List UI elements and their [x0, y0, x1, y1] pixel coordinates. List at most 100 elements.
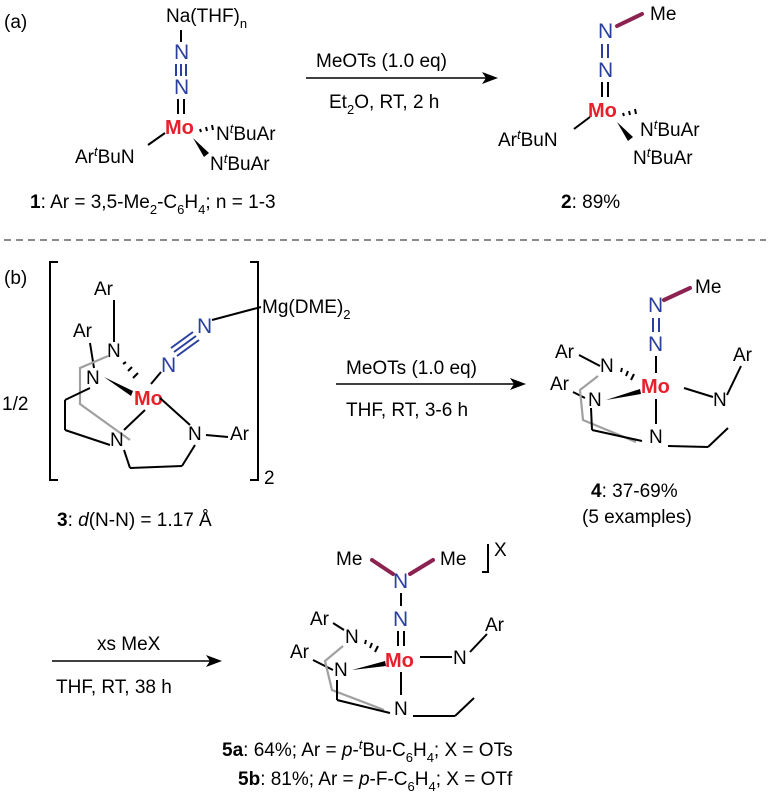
c1-mo: Mo [165, 117, 194, 139]
c3-n-right: N [188, 424, 202, 445]
c4-mo: Mo [641, 376, 670, 398]
c3-n-bottom: N [110, 430, 124, 451]
c4-ar-top: Ar [555, 342, 575, 363]
c3-left-bracket [49, 261, 58, 481]
c5-ar-top: Ar [310, 609, 330, 630]
c5b-caption: 5b: 81%; Ar = p-F-C6H4; X = OTf [238, 769, 513, 794]
c5-n-left: N [334, 660, 348, 681]
c1-right-ligand-1: NtBuAr [216, 121, 276, 145]
c5-methyl-bond-left [370, 558, 395, 576]
c3-n-mo-bond [150, 371, 162, 385]
c3-ar-left: Ar [73, 321, 93, 342]
c3-nn-bond-b [173, 335, 197, 353]
compound-3: 1/2 2 Mg(DME)2 N N Mo Ar N Ar N [2, 261, 351, 489]
compound-4: Me N N Mo Ar N Ar N N [550, 277, 753, 448]
c5-backbone-arm [323, 645, 385, 712]
compound-5: Me Me N N Mo X Ar N Ar N [290, 540, 507, 720]
panel-a: (a) Na(THF)n N N Mo ArtBuN NtBuAr NtBuAr [4, 4, 700, 217]
c3-n-ar-bond [205, 434, 229, 438]
c2-n-top: N [598, 20, 613, 43]
c1-left-ligand: ArtBuN [75, 144, 135, 168]
c3-backbone-bottom-3 [181, 444, 196, 467]
c4-methyl-bond [662, 286, 692, 302]
arrow-b2-top-label: xs MeX [97, 634, 161, 655]
c3-n-top: N [107, 341, 121, 362]
c2-caption: 2: 89% [561, 192, 620, 213]
c5-mo: Mo [385, 650, 414, 672]
c2-left-ligand: ArtBuN [498, 127, 558, 151]
c3-nn-bond-a [170, 331, 194, 349]
c5-n-bottom: N [394, 699, 408, 720]
c2-hash-wedge [622, 108, 637, 117]
c3-mg-label: Mg(DME)2 [262, 297, 351, 322]
c4-n-bottom: N [649, 427, 663, 448]
arrow-a-bottom-label: Et2O, RT, 2 h [329, 92, 439, 117]
c3-bracket-subscript: 2 [264, 468, 275, 489]
arrow-a: MeOTs (1.0 eq) Et2O, RT, 2 h [306, 51, 498, 117]
c5-n-middle: N [393, 608, 408, 631]
c2-bold-wedge [617, 122, 633, 141]
arrow-b1-top-label: MeOTs (1.0 eq) [346, 358, 477, 379]
c3-ar-top: Ar [94, 279, 114, 300]
arrow-b1-bottom-label: THF, RT, 3-6 h [346, 400, 468, 421]
c3-n-mg-bond [211, 306, 262, 321]
compound-2: Me N N Mo ArtBuN NtBuAr NtBuAr [498, 4, 700, 169]
c4-ar-left-bond [572, 391, 586, 399]
arrow-a-top-label: MeOTs (1.0 eq) [316, 51, 447, 72]
c5-backbone-left-2 [336, 699, 391, 714]
c3-mo-n-right [159, 397, 191, 426]
c4-backbone-bottom-2 [707, 427, 729, 448]
c3-nn-bond-c [176, 339, 200, 357]
arrow-b1-head [510, 378, 526, 390]
c5-me-left: Me [336, 549, 362, 570]
c3-n-outer: N [197, 315, 212, 338]
c4-n-top-amide: N [600, 356, 614, 377]
c4-n-bottom: N [648, 333, 663, 356]
c3-backbone-bottom-1 [123, 449, 131, 469]
c4-me: Me [695, 277, 721, 298]
c2-mo-n-left [573, 116, 591, 130]
c4-n-left: N [588, 390, 602, 411]
c4-ar-right: Ar [733, 345, 753, 366]
c1-right-ligand-2: NtBuAr [210, 151, 270, 175]
c5-backbone-bottom-2 [454, 697, 475, 717]
c1-caption: 1: Ar = 3,5-Me2-C6H4; n = 1-3 [30, 192, 276, 217]
c5-methyl-bond-right [408, 558, 435, 576]
c3-backbone-arm [78, 354, 131, 441]
c4-mo-n-right [683, 387, 714, 398]
c4-backbone-arm [578, 375, 637, 444]
c1-hash-wedge [199, 124, 214, 133]
c2-right-ligand-2: NtBuAr [633, 145, 693, 169]
c4-hash-wedge [620, 367, 635, 381]
c3-backbone-left-3 [64, 429, 111, 446]
c2-me: Me [650, 4, 676, 25]
c5-n-top-amide: N [345, 627, 359, 648]
c3-caption: 3: d(N-N) = 1.17 Å [57, 510, 212, 531]
c4-n-top: N [648, 294, 663, 317]
arrow-b2-bottom-label: THF, RT, 38 h [56, 677, 172, 698]
panel-b-label: (b) [4, 268, 27, 289]
c2-methyl-bond [615, 12, 644, 28]
c3-hash-wedge [122, 361, 139, 379]
arrow-b2: xs MeX THF, RT, 38 h [52, 634, 222, 698]
c5-ar-right: Ar [485, 615, 505, 636]
arrow-b2-head [206, 655, 222, 667]
c4-backbone-left-1 [590, 407, 593, 431]
compound-1: Na(THF)n N N Mo ArtBuN NtBuAr NtBuAr [75, 6, 276, 175]
c5-counterion: X [494, 540, 507, 561]
c3-backbone-left-1 [64, 387, 91, 401]
c3-right-bracket [250, 261, 259, 481]
c3-backbone-bottom-2 [129, 465, 183, 469]
c2-right-ligand-1: NtBuAr [640, 117, 700, 141]
c4-n-ar-bond [726, 365, 742, 396]
c1-bold-wedge [193, 138, 209, 157]
c5-bracket [482, 544, 489, 573]
c1-mo-n-left [147, 132, 166, 146]
c3-bold-wedge [104, 377, 133, 396]
c5-n-ar-bond [469, 633, 488, 653]
c4-caption-line2: (5 examples) [582, 507, 692, 528]
c5-ar-left: Ar [290, 642, 310, 663]
panel-a-label: (a) [4, 12, 27, 33]
c3-ar-left-bond [89, 342, 95, 369]
